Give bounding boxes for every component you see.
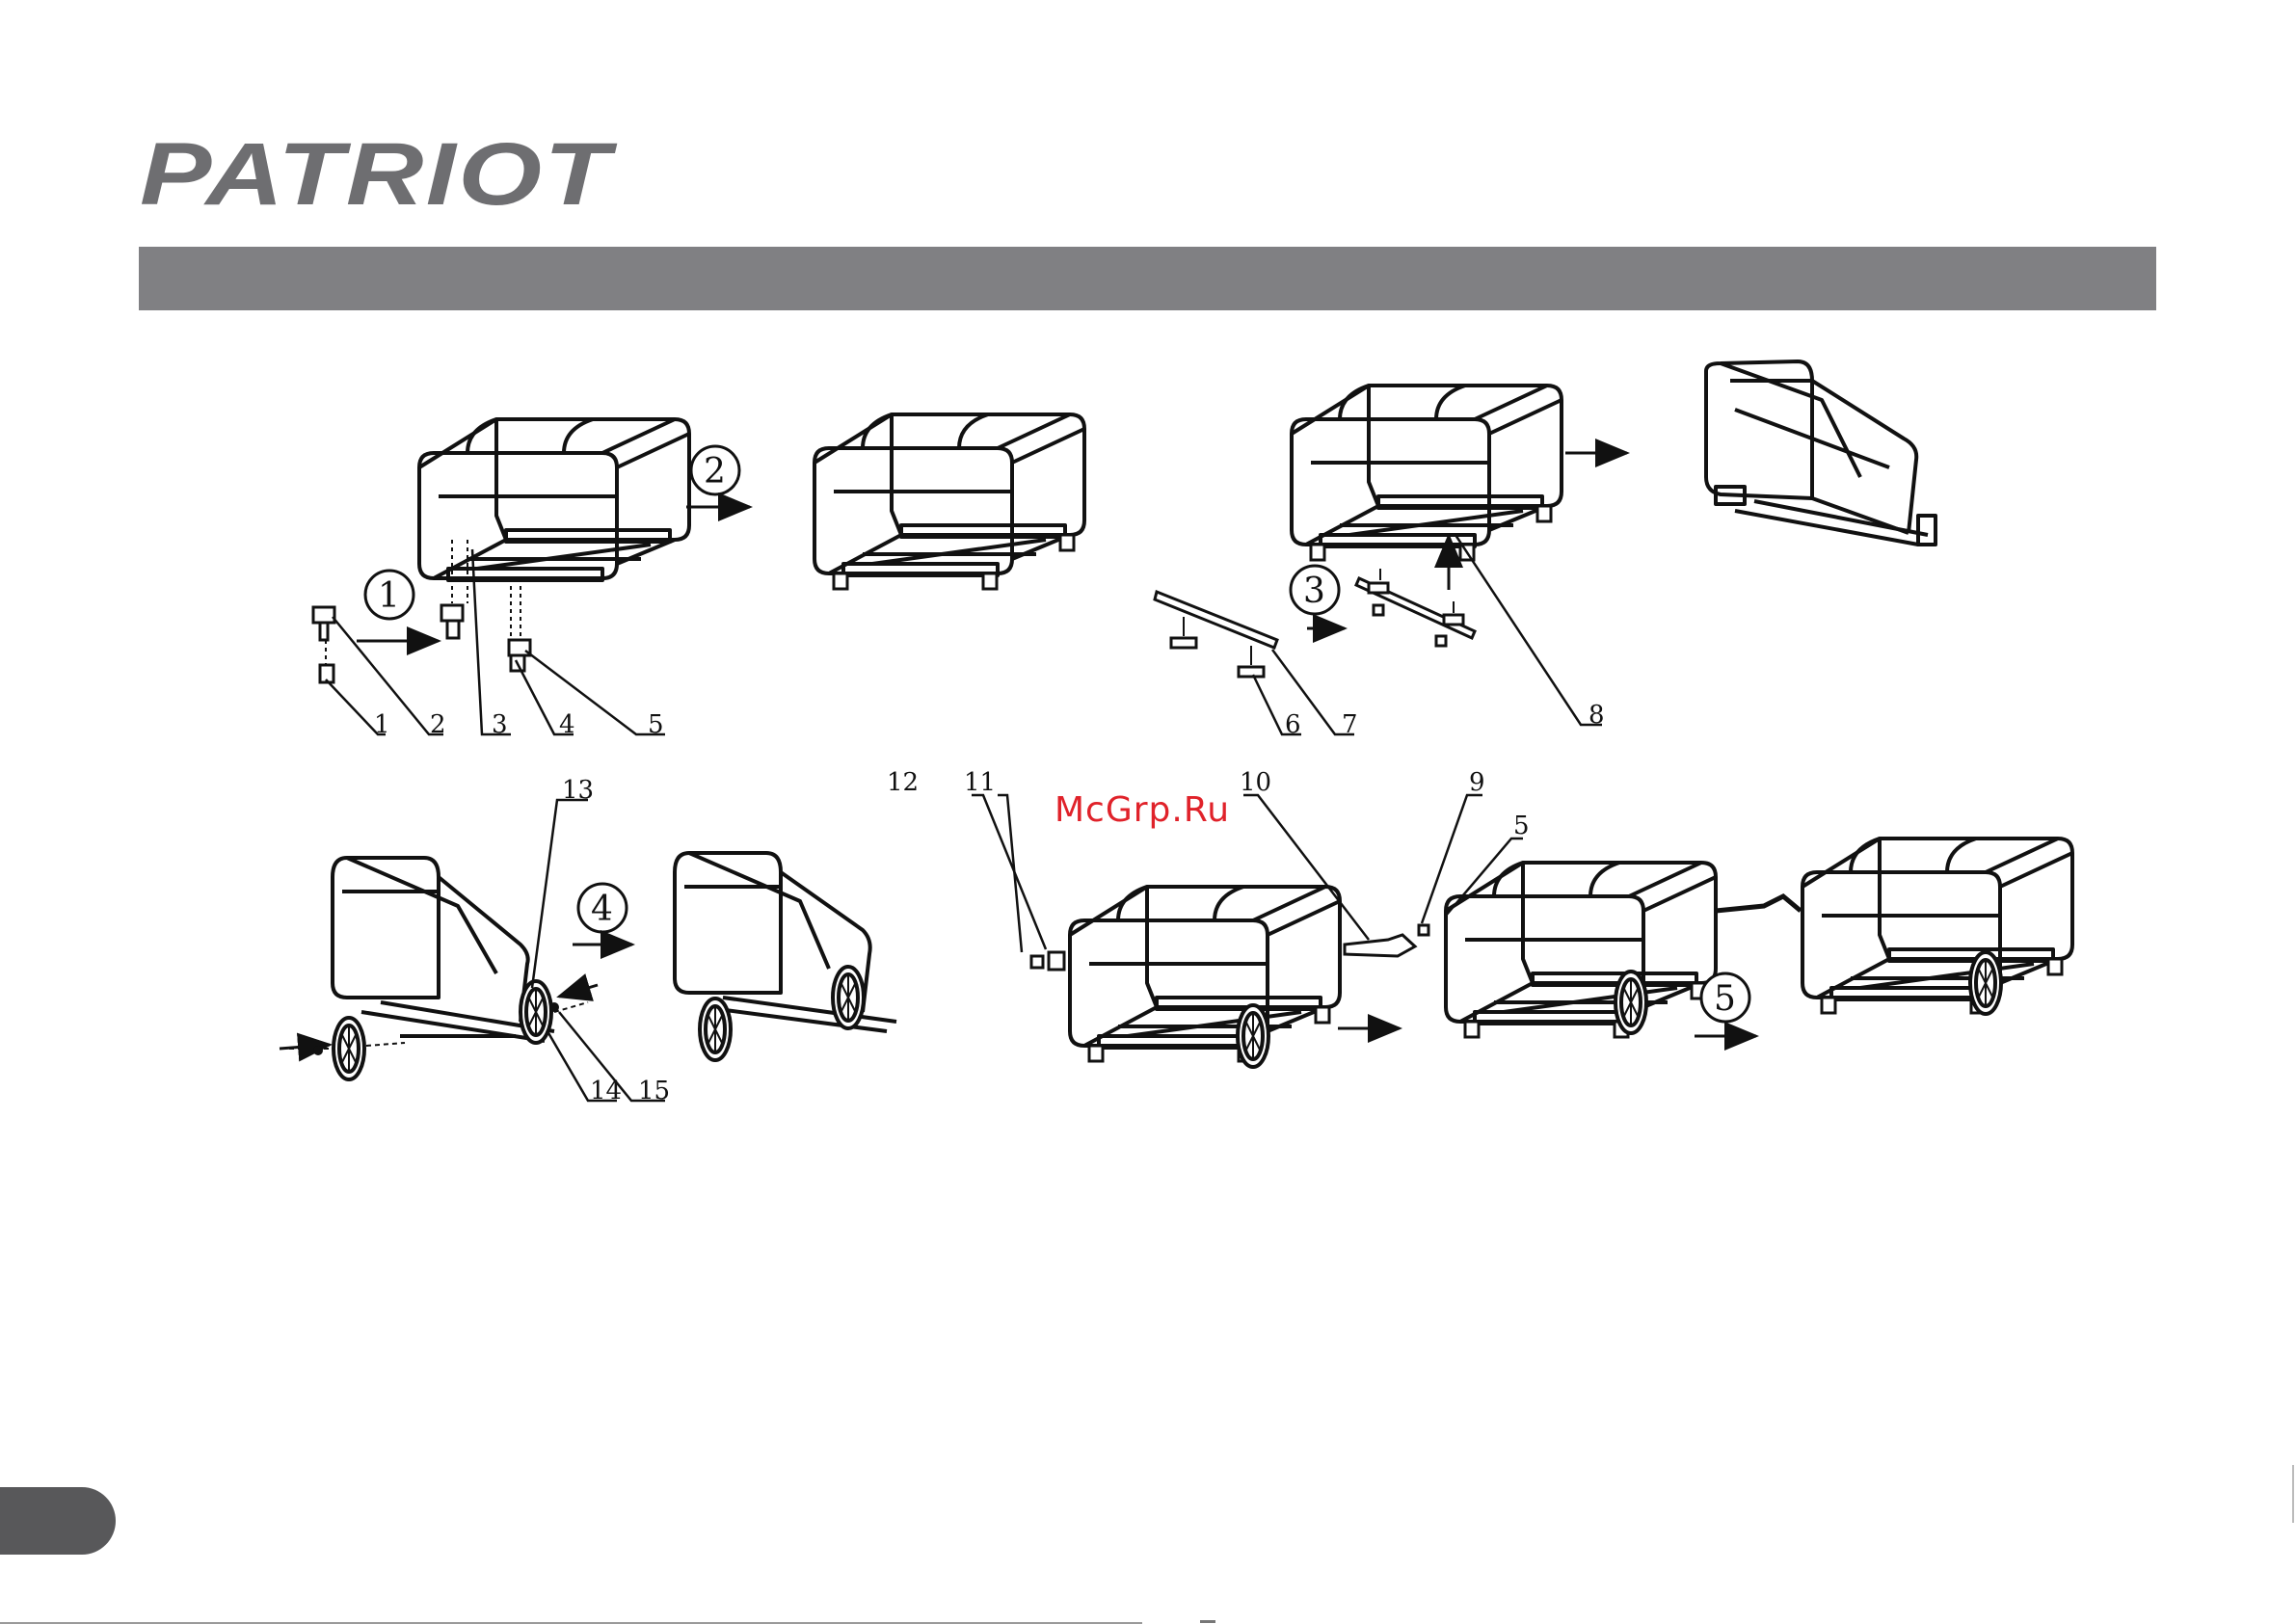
part-number-4: 4: [559, 710, 575, 739]
footer-mark: [1200, 1620, 1215, 1623]
part-number-5: 5: [648, 710, 664, 739]
wheel-left: [334, 1018, 364, 1079]
frame-step3-rotated: [1706, 361, 1936, 545]
edge-mark: [2292, 1465, 2294, 1523]
frame-step5a: [1070, 887, 1340, 1061]
step-5-label: 5: [1714, 979, 1736, 1019]
frame-step1: [419, 419, 689, 580]
part-number-1: 1: [374, 710, 390, 739]
frame-step5-final: [1802, 839, 2072, 1013]
part-number-11: 11: [964, 768, 996, 797]
part-number-14: 14: [590, 1077, 622, 1105]
part-number-12: 12: [887, 768, 919, 797]
step-1-label: 1: [378, 576, 400, 616]
page-number-tab: [0, 1487, 116, 1555]
part-number-9: 9: [1469, 768, 1485, 797]
step-4-label: 4: [591, 890, 613, 929]
part-number-10: 10: [1240, 768, 1271, 797]
feet-parts: [313, 605, 530, 682]
part-number-2: 2: [430, 710, 446, 739]
frame-step3: [1292, 386, 1562, 560]
part-number-13: 13: [562, 776, 594, 805]
wheel-right: [521, 981, 551, 1043]
part-number-3: 3: [492, 710, 508, 739]
frame-step5b: [1446, 863, 1716, 1037]
step-3-label: 3: [1303, 572, 1325, 611]
part-number-6: 6: [1285, 710, 1301, 739]
part-number-5b: 5: [1513, 812, 1530, 840]
step-2-label: 2: [704, 452, 726, 492]
frame-step2: [814, 414, 1084, 589]
part-number-15: 15: [638, 1077, 670, 1105]
watermark-text: McGrp.Ru: [1055, 790, 1230, 830]
part-number-8: 8: [1589, 701, 1605, 730]
part-number-7: 7: [1342, 710, 1358, 739]
